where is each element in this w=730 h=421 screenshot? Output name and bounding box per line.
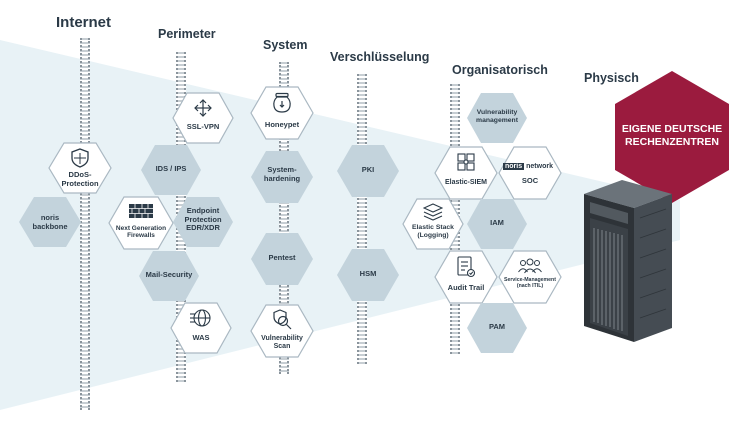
hex-audit-trail: Audit Trail: [434, 250, 498, 304]
next-generation-firewalls-label: Next Generation Firewalls: [115, 225, 167, 240]
checklist-icon: [457, 256, 476, 278]
hex-endpoint-protection: Endpoint Protection EDR/XDR: [172, 196, 234, 248]
endpoint-protection-label: Endpoint Protection EDR/XDR: [184, 206, 222, 233]
hex-noris-backbone: noris backbone: [18, 196, 82, 248]
hex-ids-ips: IDS / IPS: [140, 144, 202, 196]
column-title-physical: Physisch: [584, 71, 639, 85]
hex-system-hardening: System- hardening: [250, 150, 314, 204]
hex-pam: PAM: [466, 302, 528, 354]
hex-vulnerability-management: Vulnerability management: [466, 92, 528, 144]
encryption-wall: [357, 74, 367, 364]
web-globe-icon: [190, 309, 211, 327]
elastic-stack-label: Elastic Stack (Logging): [412, 224, 454, 239]
server-rack-icon: [584, 180, 672, 342]
pam-label: PAM: [488, 322, 506, 331]
ddos-protection-label: DDoS- Protection: [61, 170, 99, 188]
pki-label: PKI: [361, 165, 375, 174]
column-title-system: System: [263, 38, 308, 52]
hex-hsm: HSM: [336, 248, 400, 302]
system-wall: [279, 62, 289, 374]
network-arrows-icon: [194, 99, 212, 117]
stack-layers-icon: [423, 203, 443, 221]
datacenter-label: EIGENE DEUTSCHE RECHENZENTREN: [621, 123, 723, 149]
hex-vulnerability-scan: Vulnerability Scan: [250, 304, 314, 358]
search-shield-icon: [273, 309, 292, 330]
network-logo-text: network: [526, 163, 553, 170]
vulnerability-management-label: Vulnerability management: [476, 109, 518, 124]
noris-logo-text: noris: [503, 163, 525, 170]
siem-puzzle-icon: [457, 153, 475, 171]
hex-elastic-stack: Elastic Stack (Logging): [402, 198, 464, 250]
vulnerability-scan-label: Vulnerability Scan: [261, 335, 303, 351]
firewall-brick-icon: [129, 204, 153, 218]
datacenter-hexagon: [615, 71, 729, 203]
internet-wall: [80, 38, 90, 410]
hsm-label: HSM: [359, 269, 377, 278]
column-title-encryption: Verschlüsselung: [330, 50, 430, 64]
was-label: WAS: [192, 333, 210, 342]
honeypot-label: Honeypet: [264, 120, 300, 129]
team-people-icon: [518, 258, 542, 274]
pentest-label: Pentest: [268, 253, 296, 262]
elastic-siem-label: Elastic-SIEM: [444, 179, 487, 186]
soc-label: SOC: [521, 176, 539, 185]
iam-label: IAM: [490, 218, 504, 227]
column-title-perimeter: Perimeter: [158, 27, 216, 41]
hex-service-management: Service-Management (nach ITIL): [498, 250, 562, 304]
hex-pentest: Pentest: [250, 232, 314, 286]
mail-security-label: Mail-Security: [145, 270, 193, 279]
column-title-internet: Internet: [56, 14, 112, 31]
system-hardening-label: System- hardening: [263, 165, 301, 183]
hex-honeypot: Honeypet: [250, 86, 314, 140]
hex-next-generation-firewalls: Next Generation Firewalls: [108, 196, 174, 250]
ids-ips-label: IDS / IPS: [155, 164, 187, 173]
shield-icon: [71, 148, 89, 168]
hex-was: WAS: [170, 302, 232, 354]
hex-ssl-vpn: SSL-VPN: [172, 92, 234, 144]
hex-mail-security: Mail-Security: [138, 250, 200, 302]
ssl-vpn-label: SSL-VPN: [186, 122, 220, 131]
noris-backbone-label: noris backbone: [32, 213, 68, 231]
service-management-label: Service-Management (nach ITIL): [504, 277, 556, 289]
honeypot-jar-icon: [273, 92, 291, 113]
audit-trail-label: Audit Trail: [447, 283, 485, 292]
hex-elastic-siem: Elastic-SIEM: [434, 146, 498, 200]
hex-pki: PKI: [336, 144, 400, 198]
hex-ddos-protection: DDoS- Protection: [48, 142, 112, 194]
hex-iam: IAM: [466, 198, 528, 250]
column-title-organisational: Organisatorisch: [452, 63, 548, 77]
